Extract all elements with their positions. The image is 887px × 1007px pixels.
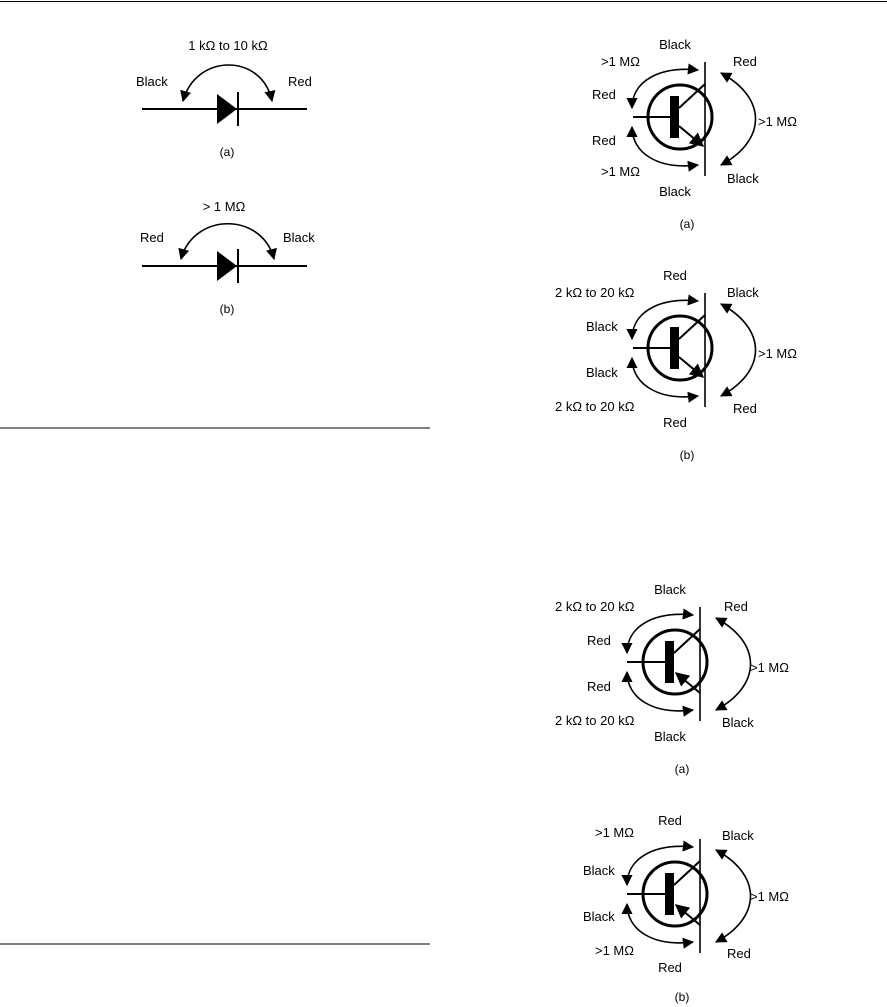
diode-a-range: 1 kΩ to 10 kΩ: [188, 38, 268, 53]
pnp-a-top-arc: [621, 608, 695, 655]
pnp-b-right-arc: [715, 849, 752, 943]
npn-a-base-up-label: Red: [592, 87, 616, 102]
diode-a-left-label: Black: [136, 74, 168, 89]
pnp-b-bottom-label: Red: [658, 960, 682, 975]
npn-a-caption: (a): [680, 217, 695, 231]
pnp-a-base-down-label: Red: [587, 679, 611, 694]
npn-a-top-range: >1 MΩ: [601, 54, 640, 69]
npn-a-bottom-range: >1 MΩ: [601, 164, 640, 179]
npn-a-emitter-arrow: [678, 125, 705, 147]
pnp-a-bottom-arc: [621, 670, 695, 717]
npn-a-bottom-arc: [626, 125, 700, 172]
npn-b-collector-label: Black: [727, 285, 759, 300]
pnp-a-collector-label: Red: [724, 599, 748, 614]
npn-b-base-down-label: Black: [586, 365, 618, 380]
npn-b-emitter-label: Red: [733, 401, 757, 416]
npn-a-collector-label: Red: [733, 54, 757, 69]
pnp-b-base-down-label: Black: [583, 909, 615, 924]
npn-b-emitter-arrow: [678, 356, 705, 378]
npn-b-top-arc: [626, 294, 700, 341]
npn-a-figure: Black >1 MΩ Red Red Red >1 MΩ >1 MΩ Blac…: [592, 37, 797, 231]
npn-b-bottom-label: Red: [663, 415, 687, 430]
pnp-a-right-range: >1 MΩ: [750, 660, 789, 675]
pnp-a-caption: (a): [675, 762, 690, 776]
npn-b-right-arc: [720, 303, 757, 397]
pnp-a-right-arc: [715, 617, 752, 711]
pnp-b-top-range: >1 MΩ: [595, 825, 634, 840]
diode-b-range: > 1 MΩ: [203, 199, 246, 214]
pnp-b-bottom-range: >1 MΩ: [595, 943, 634, 958]
npn-b-figure: Red 2 kΩ to 20 kΩ Black Black Black >1 M…: [555, 268, 797, 462]
diode-b-right-label: Black: [283, 230, 315, 245]
pnp-a-figure: Black 2 kΩ to 20 kΩ Red Red Red >1 MΩ 2 …: [555, 582, 789, 776]
npn-a-right-range: >1 MΩ: [758, 114, 797, 129]
npn-a-bottom-label: Black: [659, 184, 691, 199]
npn-b-base-bar: [670, 327, 679, 369]
npn-a-top-label: Black: [659, 37, 691, 52]
npn-a-base-bar: [670, 96, 679, 138]
npn-b-bottom-range: 2 kΩ to 20 kΩ: [555, 399, 635, 414]
diode-b-arc: [178, 223, 277, 261]
npn-a-right-arc: [720, 72, 757, 166]
pnp-a-base-up-label: Red: [587, 633, 611, 648]
diode-a-triangle: [217, 94, 237, 124]
diode-forward-figure: 1 kΩ to 10 kΩ Black Red (a): [136, 38, 312, 159]
diode-b-caption: (b): [220, 302, 235, 316]
diode-b-left-label: Red: [140, 230, 164, 245]
pnp-b-caption: (b): [675, 990, 690, 1004]
npn-b-top-label: Red: [663, 268, 687, 283]
npn-a-base-down-label: Red: [592, 133, 616, 148]
npn-b-top-range: 2 kΩ to 20 kΩ: [555, 285, 635, 300]
npn-b-base-up-label: Black: [586, 319, 618, 334]
diode-a-caption: (a): [220, 145, 235, 159]
pnp-b-right-range: >1 MΩ: [750, 889, 789, 904]
pnp-b-top-label: Red: [658, 813, 682, 828]
npn-b-right-range: >1 MΩ: [758, 346, 797, 361]
diode-reverse-figure: > 1 MΩ Red Black (b): [140, 199, 315, 316]
pnp-b-base-bar: [665, 873, 674, 915]
npn-b-bottom-arc: [626, 356, 700, 403]
pnp-b-top-arc: [621, 840, 695, 887]
pnp-b-emitter-label: Red: [727, 946, 751, 961]
pnp-a-bottom-label: Black: [654, 729, 686, 744]
npn-a-top-arc: [626, 63, 700, 110]
pnp-a-top-label: Black: [654, 582, 686, 597]
diode-b-triangle: [217, 251, 237, 281]
pnp-a-top-range: 2 kΩ to 20 kΩ: [555, 599, 635, 614]
npn-b-caption: (b): [680, 448, 695, 462]
npn-a-emitter-label: Black: [727, 171, 759, 186]
pnp-b-base-up-label: Black: [583, 863, 615, 878]
pnp-a-base-bar: [665, 641, 674, 683]
pnp-b-figure: Red >1 MΩ Black Black Black >1 MΩ >1 MΩ …: [583, 813, 789, 1004]
pnp-a-bottom-range: 2 kΩ to 20 kΩ: [555, 713, 635, 728]
diode-a-right-label: Red: [288, 74, 312, 89]
pnp-a-emitter-label: Black: [722, 715, 754, 730]
diode-a-arc: [180, 64, 276, 103]
pnp-b-collector-label: Black: [722, 828, 754, 843]
pnp-b-bottom-arc: [621, 902, 695, 949]
